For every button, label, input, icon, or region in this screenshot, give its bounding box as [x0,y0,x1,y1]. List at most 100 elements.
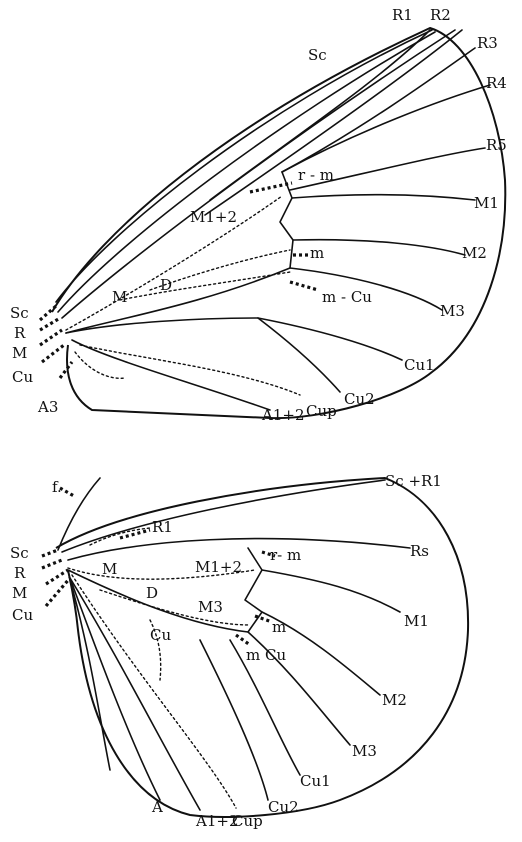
label-A1-2-hw: A1+2 [195,812,239,830]
forewing-dotted-Cup [79,344,301,396]
forewing-base-stub-M [39,328,63,347]
label-R2: R2 [430,6,451,24]
label-Cu-base-hw: Cu [12,606,33,624]
forewing-vein-M3 [289,267,443,311]
hindwing-stub-R [41,558,63,570]
label-r-m-hw: r- m [270,546,301,564]
label-A3: A3 [37,398,58,416]
hindwing-dotted-M [67,567,256,580]
hindwing-vein-Sc-R1 [61,479,386,553]
label-Rs: Rs [410,542,429,560]
label-Cu1: Cu1 [404,356,435,374]
label-Cu2: Cu2 [344,390,375,408]
forewing-vein-Cu2 [257,317,341,393]
hindwing-vein-Cu2 [199,639,269,801]
label-r-m: r - m [298,166,334,184]
label-R5: R5 [486,136,507,154]
hindwing-vein-M3 [247,631,351,746]
forewing-costal-vein-3 [61,29,456,319]
label-M3-mid-hw: M3 [198,598,223,616]
forewing-vein-Cu1 [257,317,403,361]
forewing-base-stub-Sc [38,304,58,322]
hindwing-stub-f [59,486,75,498]
forewing-vein-M1 [291,193,476,201]
hindwing-vein-Rs [67,537,411,561]
label-R4: R4 [486,74,507,92]
label-Cu-base: Cu [12,368,33,386]
hindwing-cell-lower [67,569,249,633]
label-R-hw: R [14,564,26,582]
label-M-base-hw: M [12,584,27,602]
forewing-crossvein-m-Cu [289,280,319,292]
hindwing-humeral-f [57,477,101,551]
forewing-vein-R3 [281,47,476,173]
hindwing-vein-Cu1 [229,639,301,776]
label-Sc-hw: Sc [10,544,29,562]
forewing-vein-R1 [209,29,431,201]
forewing-vein-R5 [289,147,486,191]
label-Cup: Cup [306,402,337,420]
label-M3: M3 [440,302,465,320]
forewing-dotted-M12 [149,249,291,291]
forewing: R1 R2 R3 R4 R5 Sc r - m M1 M1+2 m M2 D m… [10,6,507,424]
hindwing-dotted-Cup [71,574,237,809]
hindwing-cell-right [244,547,263,633]
label-Sc-top: Sc [308,46,327,64]
forewing-dotted-M [65,195,283,331]
label-m: m [310,244,324,262]
hindwing-vein-A2 [69,577,161,801]
label-Cu2-hw: Cu2 [268,798,299,816]
label-R1: R1 [392,6,413,24]
label-Cu1-hw: Cu1 [300,772,331,790]
hindwing-outline [55,477,470,818]
label-M1-2: M1+2 [190,208,237,226]
label-M2: M2 [462,244,487,262]
forewing-cell-lower [65,317,259,334]
hindwing-stub-R1 [119,528,151,540]
forewing-cell-top [279,171,294,269]
hindwing-stub-Sc [41,548,59,558]
forewing-base-stub-Cu [41,343,65,364]
label-A-hw: A [151,798,163,816]
label-M2-hw: M2 [382,691,407,709]
label-Cu-mid-hw: Cu [150,626,171,644]
label-Cup-hw: Cup [232,812,263,830]
forewing-base-stub-R [39,316,61,332]
label-R3: R3 [477,34,498,52]
hindwing-vein-A3 [69,579,111,771]
forewing-vein-M2 [292,238,466,256]
forewing-costal-vein-2 [57,31,436,313]
label-Sc-R1: Sc +R1 [385,472,442,490]
hindwing-crossvein-r-m [261,550,276,558]
label-R1-hw: R1 [152,518,173,536]
forewing-vein-A [71,339,271,411]
forewing-cell-bottom [65,267,291,334]
label-A1-2: A1+2 [261,406,305,424]
label-M3-hw: M3 [352,742,377,760]
forewing-crossvein-r-m [249,181,293,194]
forewing-dotted-A3 [74,351,126,379]
label-M-base: M [12,344,27,362]
label-M1: M1 [474,194,499,212]
label-M-mid: M [112,288,127,306]
label-D-hw: D [146,584,158,602]
hindwing: f. Sc +R1 R1 Sc Rs r- m M1+2 M R D M M1 … [10,472,470,830]
hindwing-vein-A1 [69,577,201,811]
label-M1-2-hw: M1+2 [195,558,242,576]
forewing-dotted-D [119,271,291,301]
hindwing-crossvein-m-Cu [235,633,251,647]
label-Sc-base: Sc [10,304,29,322]
hindwing-stub-M [45,568,69,586]
hindwing-vein-M2 [261,611,381,696]
hindwing-dotted-R1 [89,527,151,546]
label-m-Cu: m - Cu [322,288,372,306]
forewing-outline [51,27,507,420]
hindwing-vein-M1 [261,569,401,613]
forewing-costal-vein-1 [55,29,433,303]
label-m-Cu-hw: m Cu [246,646,286,664]
hindwing-dotted-D [99,589,251,626]
forewing-base-stub-A3 [58,361,74,379]
forewing-vein-R2 [204,29,463,216]
label-D: D [160,276,172,294]
